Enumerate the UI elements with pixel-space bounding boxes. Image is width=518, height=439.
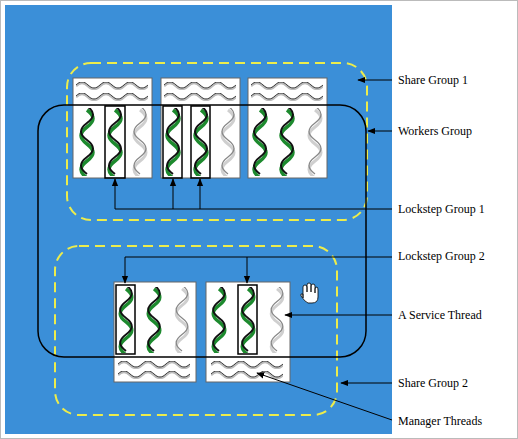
callout-label: Share Group 1: [398, 73, 468, 87]
callout-label: Lockstep Group 1: [398, 202, 485, 216]
callout-label: A Service Thread: [398, 308, 482, 322]
callout-label: Share Group 2: [398, 376, 468, 390]
callout-label: Manager Threads: [398, 414, 482, 428]
callout-label: Workers Group: [398, 124, 472, 138]
callout-label: Lockstep Group 2: [398, 249, 485, 263]
